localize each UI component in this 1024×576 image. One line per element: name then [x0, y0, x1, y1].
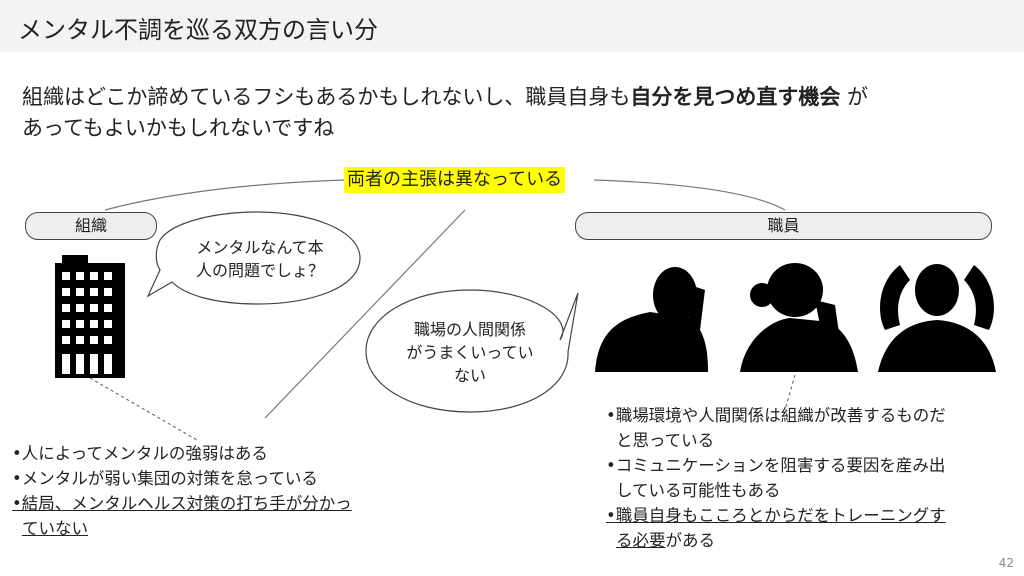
lead-text: 組織はどこか諦めているフシもあるかもしれないし、職員自身も自分を見つめ直す機会 …: [22, 82, 1002, 144]
bubble-right-text: 職場の人間関係 がうまくいってい ない: [380, 318, 560, 387]
left-bullets: •人によってメンタルの強弱はある •メンタルが弱い集団の対策を怠っている •結局…: [12, 441, 352, 541]
building-icon: [55, 255, 125, 378]
bubble-right-line: ない: [453, 366, 486, 385]
bullet-item: •職員自身もこころとからだをトレーニングする必要がある: [606, 503, 961, 553]
bullet-underlined: •職員自身もこころとからだをトレーニングする必要: [606, 506, 946, 550]
speech-bubble-left: [146, 211, 361, 305]
bubble-left-line: 人の問題でしょ？: [195, 261, 324, 280]
lead-part2: が: [840, 85, 869, 109]
pill-organization: 組織: [25, 212, 157, 240]
right-bullets: •職場環境や人間関係は組織が改善するものだと思っている •コミュニケーションを阻…: [606, 403, 961, 553]
dashed-connector-right: [784, 374, 796, 411]
lead-bold: 自分を見つめ直す機会: [630, 85, 841, 109]
speech-bubble-right: [365, 289, 579, 413]
lead-part1: 組織はどこか諦めているフシもあるかもしれないし、職員自身も: [22, 85, 631, 109]
pill-staff: 職員: [575, 212, 992, 240]
divider-line: [264, 209, 466, 419]
slide-title: メンタル不調を巡る双方の言い分: [18, 16, 378, 44]
stressed-person-silhouette: [878, 264, 996, 372]
dashed-connector-left: [89, 377, 198, 441]
bullet-item: •コミュニケーションを阻害する要因を産み出している可能性もある: [606, 456, 946, 500]
bullet-rest: がある: [665, 531, 716, 550]
title-bar: メンタル不調を巡る双方の言い分: [0, 0, 1024, 52]
bullet-item: •職場環境や人間関係は組織が改善するものだと思っている: [606, 406, 946, 450]
bubble-left-text: メンタルなんて本 人の問題でしょ？: [170, 236, 350, 282]
arc-left: [104, 179, 345, 211]
worried-woman-silhouette: [740, 263, 858, 372]
highlight-label: 両者の主張は異なっている: [344, 167, 566, 193]
bullet-item: •メンタルが弱い集団の対策を怠っている: [12, 469, 318, 488]
bullet-item: •結局、メンタルヘルス対策の打ち手が分かっていない: [12, 494, 352, 538]
arc-right: [593, 179, 786, 211]
worried-man-silhouette: [595, 267, 708, 372]
bubble-right-line: がうまくいってい: [406, 343, 534, 362]
bullet-item: •人によってメンタルの強弱はある: [12, 444, 268, 463]
bubble-left-line: メンタルなんて本: [196, 238, 324, 257]
lead-line2: あってもよいかもしれないですね: [22, 116, 335, 140]
bubble-right-line: 職場の人間関係: [413, 320, 526, 339]
page-number: 42: [998, 556, 1014, 570]
